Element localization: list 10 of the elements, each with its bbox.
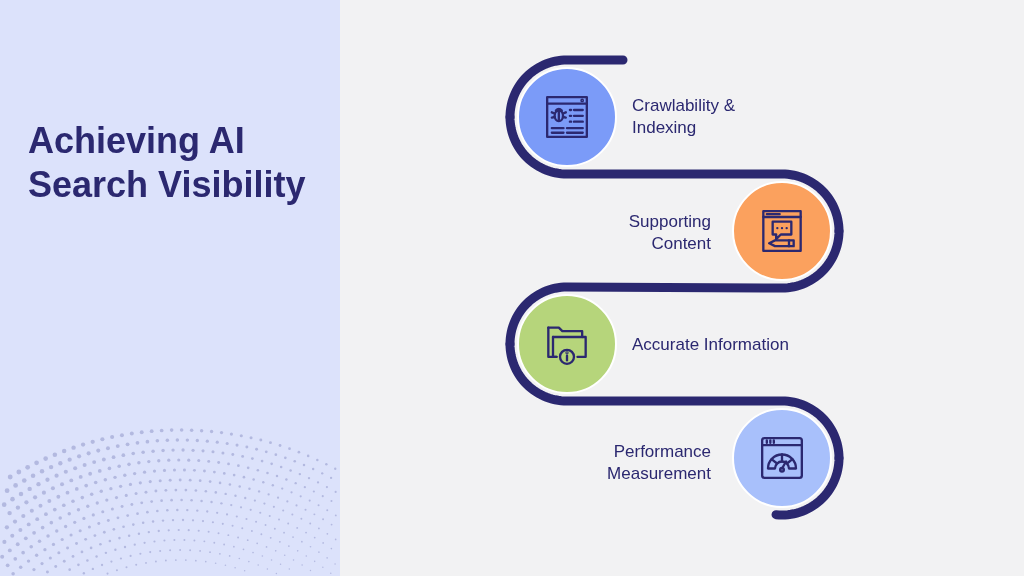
step-circle — [517, 67, 617, 167]
step-label: Accurate Information — [632, 334, 789, 356]
step-label: Performance Measurement — [606, 441, 711, 485]
page-title: Achieving AI Search Visibility — [28, 119, 307, 207]
step-circle — [732, 408, 832, 508]
step-circle — [732, 181, 832, 281]
step-label: Supporting Content — [627, 211, 711, 255]
step-circle — [517, 294, 617, 394]
curved-path-line — [771, 453, 844, 520]
step-label: Crawlability & Indexing — [632, 95, 736, 139]
